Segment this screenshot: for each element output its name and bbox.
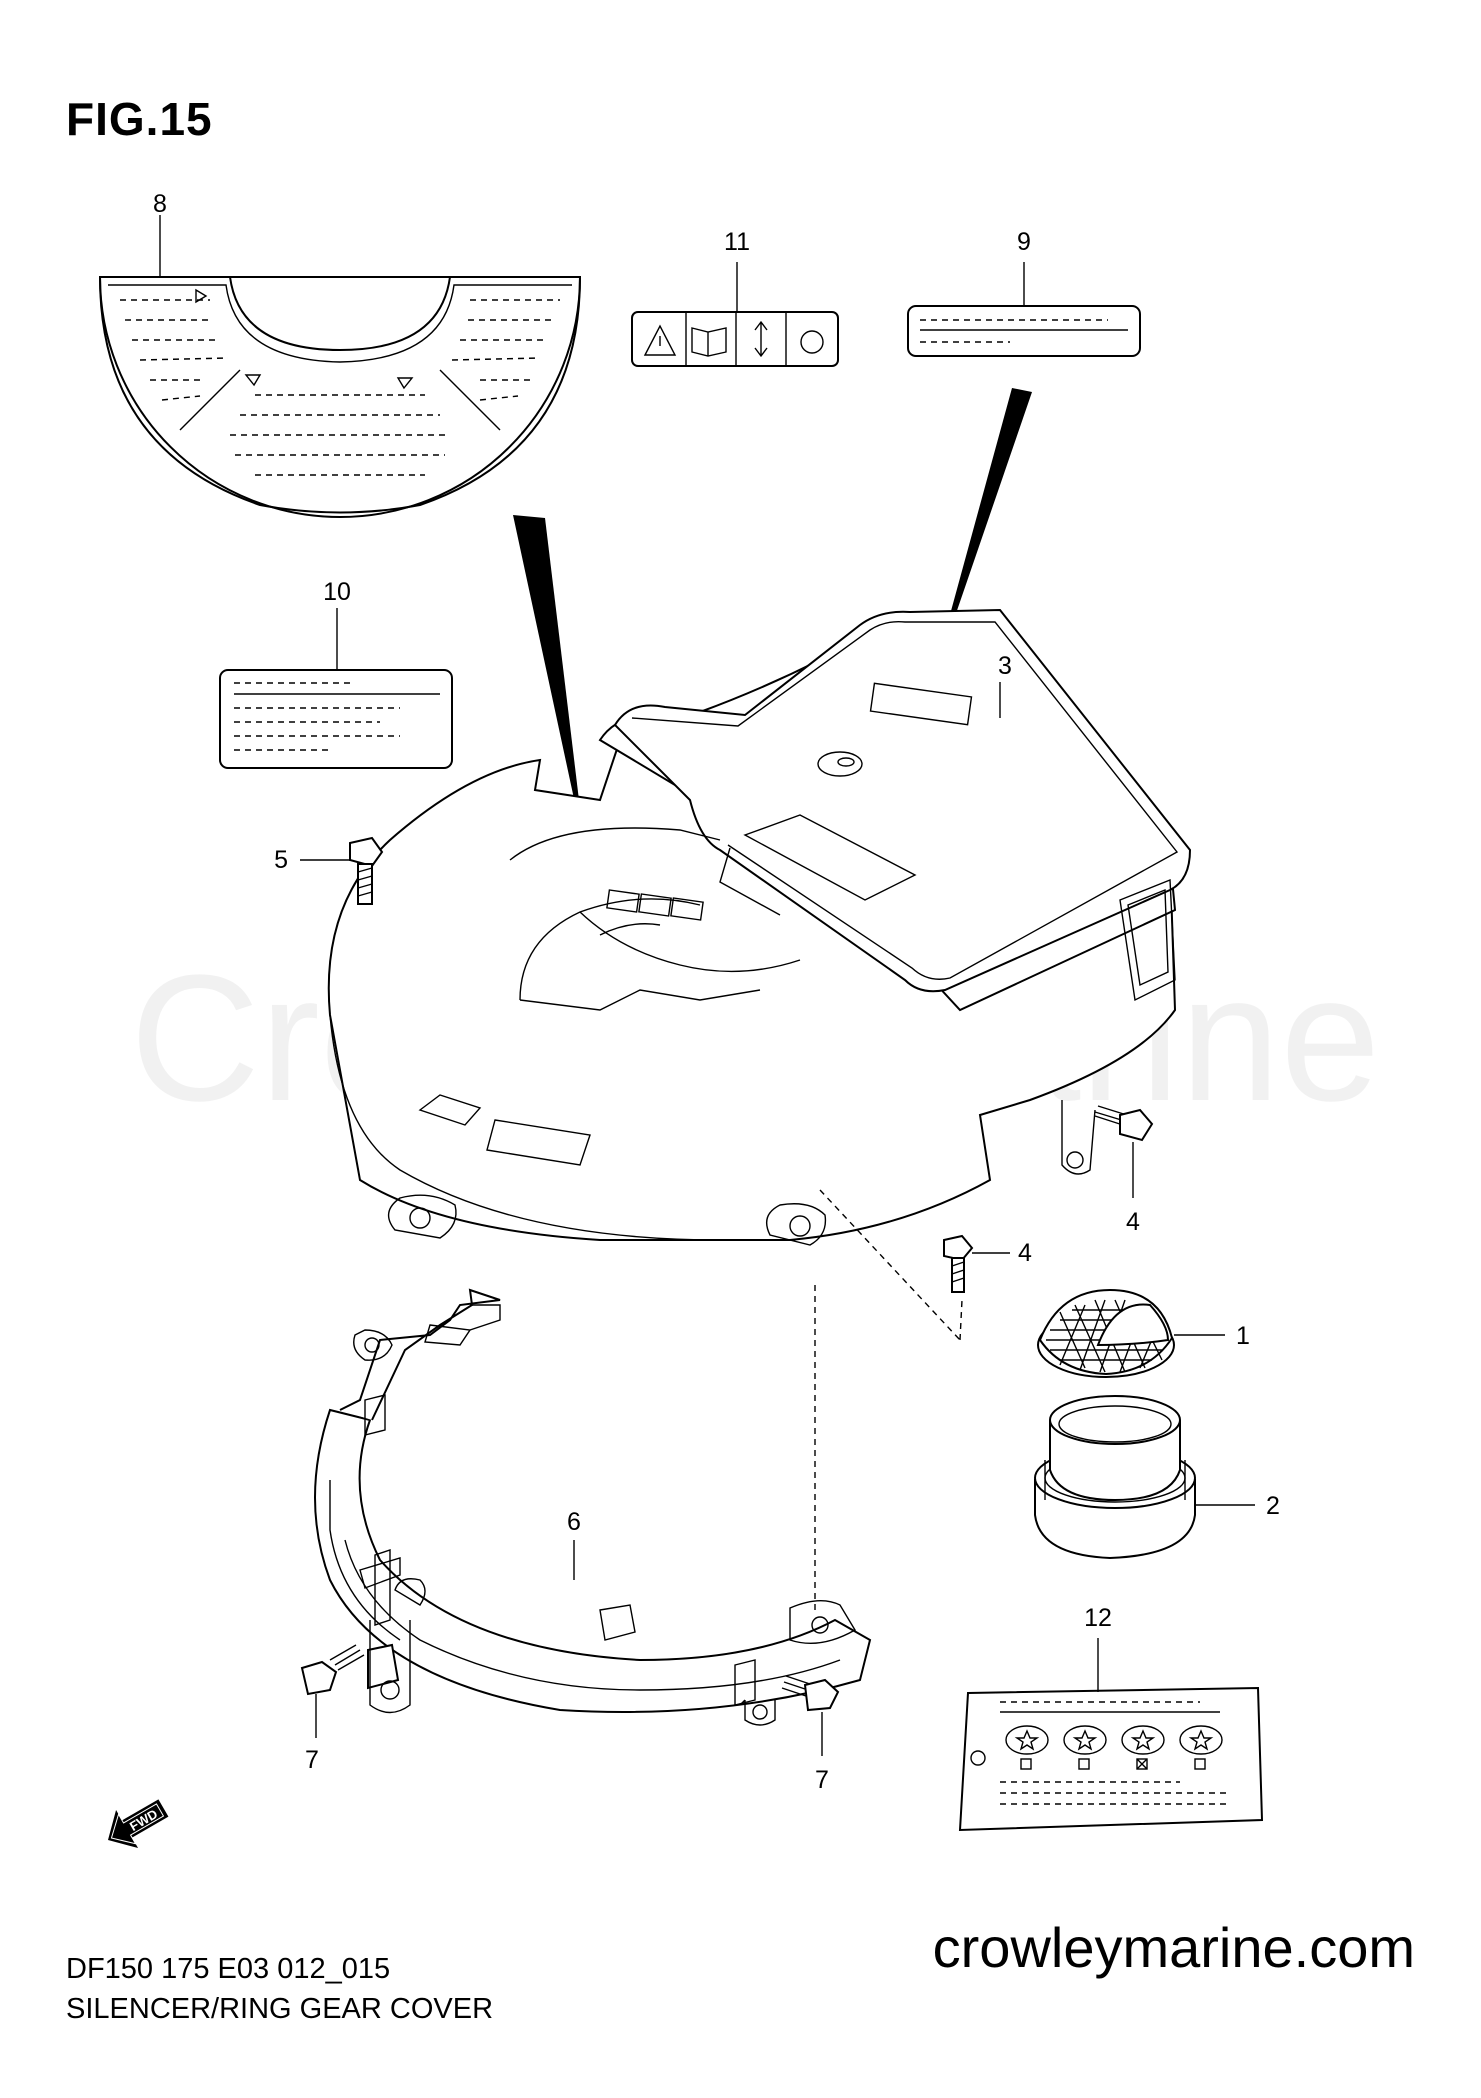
part-3-silencer-cover[interactable] [327,608,1192,1246]
checkbox-icon-2 [1078,1758,1090,1770]
part-2-ring-seal[interactable] [1034,1395,1255,1560]
checkbox-icon-4 [1194,1758,1206,1770]
up-down-arrow-icon [754,320,768,358]
callout-10: 10 [323,578,351,606]
part-10-label[interactable] [219,608,453,769]
callout-6: 6 [567,1508,581,1536]
callout-1: 1 [1236,1322,1250,1350]
callout-5: 5 [274,846,288,874]
callout-3: 3 [998,652,1012,680]
callout-4-center: 4 [1018,1239,1032,1267]
callout-9: 9 [1017,228,1031,256]
part-5-bolt[interactable] [300,836,384,905]
star-rating-icon-1 [1005,1725,1049,1755]
part-9-label[interactable] [907,262,1141,357]
callout-2: 2 [1266,1492,1280,1520]
callout-4-right: 4 [1126,1208,1140,1236]
rotation-icon [800,330,824,354]
alignment-line-1 [819,1189,963,1341]
checkbox-icon-1 [1020,1758,1032,1770]
website-link[interactable]: crowleymarine.com [932,1916,1415,1979]
callout-8: 8 [153,190,167,218]
callout-7-right: 7 [815,1766,829,1794]
manual-book-icon [691,327,727,357]
part-8-decal[interactable] [98,215,582,518]
callout-7-left: 7 [305,1746,319,1774]
part-7-bolt-left[interactable] [300,1644,365,1738]
leader-wedge-left [513,515,585,850]
figure-label: FIG.15 [66,93,213,145]
star-rating-icon-4 [1179,1725,1223,1755]
diagram-title: SILENCER/RING GEAR COVER [66,1993,494,2025]
checkbox-icon-3 [1136,1758,1148,1770]
part-4-bolt-right[interactable] [1094,1105,1154,1198]
part-1-filter-screen[interactable] [1037,1288,1225,1378]
model-code: DF150 175 E03 012_015 [66,1953,391,1985]
star-rating-icon-2 [1063,1725,1107,1755]
callout-12: 12 [1084,1604,1112,1632]
warning-triangle-icon [643,324,677,356]
part-6-ring-gear-cover[interactable] [314,1288,872,1726]
fwd-arrow-icon: FWD [108,1799,169,1849]
part-11-warning-label[interactable] [631,262,839,367]
part-4-bolt-center[interactable] [943,1234,1010,1293]
part-7-bolt-right[interactable] [781,1675,840,1756]
star-rating-icon-3 [1121,1725,1165,1755]
part-12-emissions-label[interactable] [958,1638,1264,1832]
callout-11: 11 [724,228,750,256]
